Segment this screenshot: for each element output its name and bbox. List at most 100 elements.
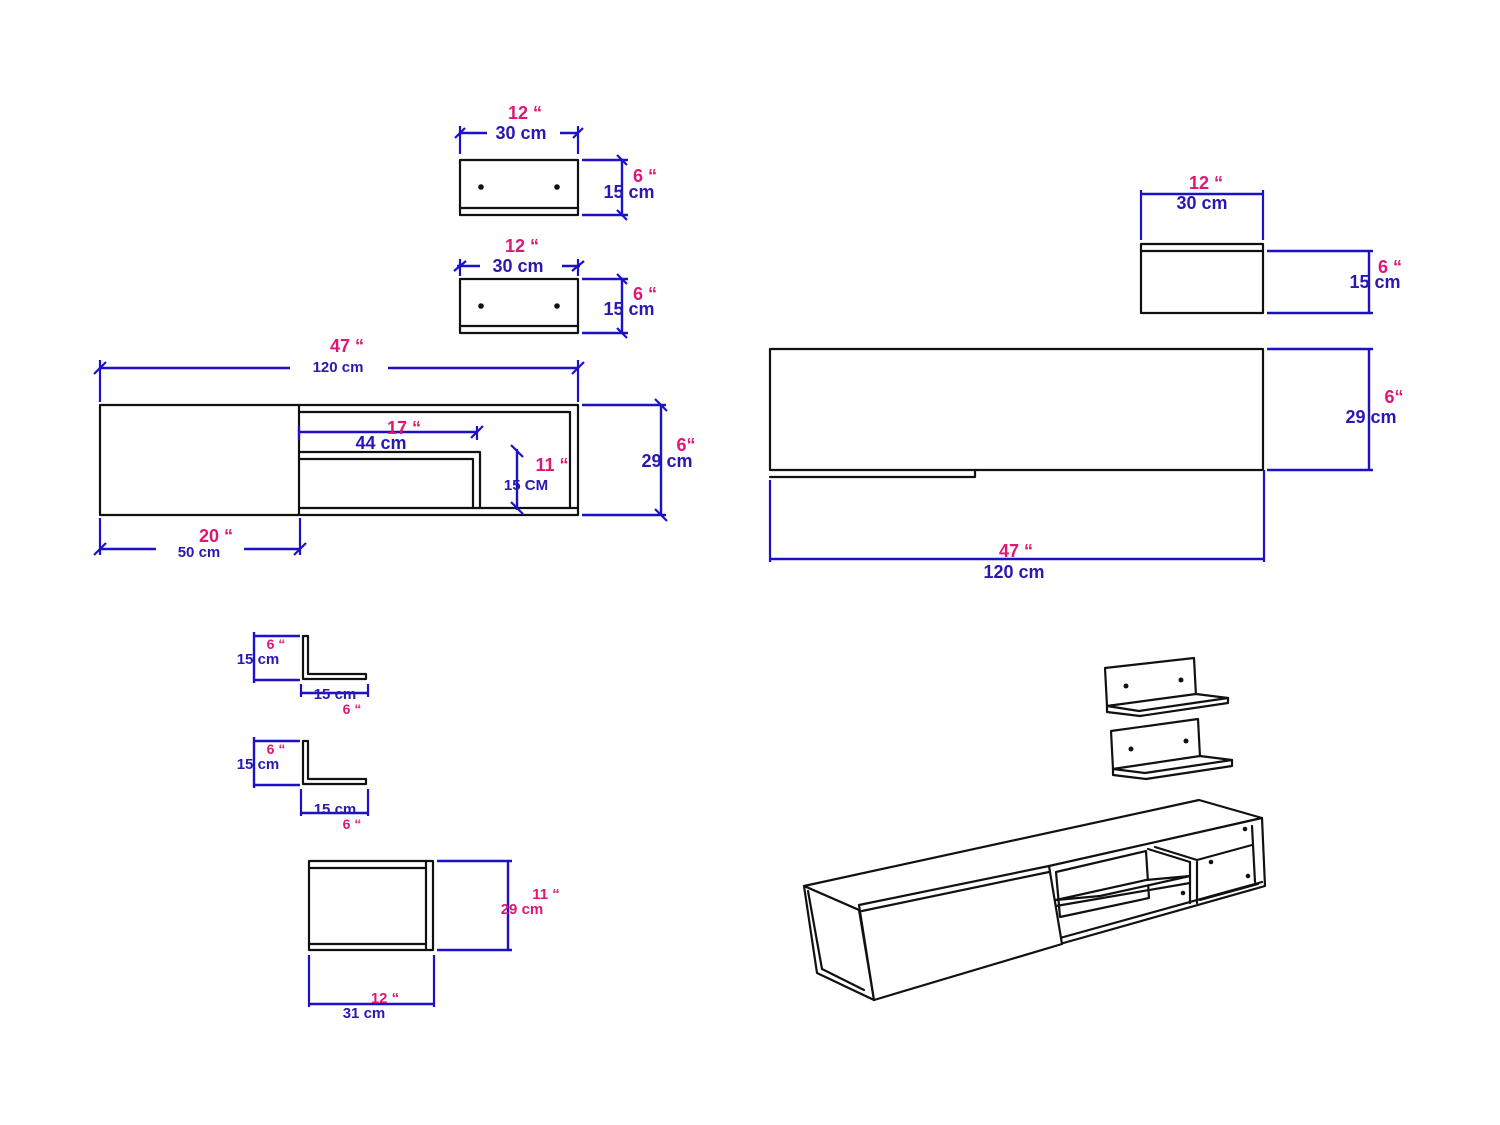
side-shelf-2-depth-in: 6 “ <box>343 816 362 832</box>
front-shelf-top-width-tick-left <box>454 127 466 139</box>
top-shelf: 12 “ 30 cm 6 “ 15 cm <box>1139 173 1402 315</box>
side-unit-depth-in: 12 “ <box>371 990 399 1007</box>
front-shelf-bottom-width-cm: 30 cm <box>492 256 543 276</box>
iso-unit-interior <box>1054 849 1151 919</box>
front-shelf-top-width-in: 12 “ <box>508 103 542 123</box>
front-shelf-top: 12 “ 30 cm 6 “ 15 cm <box>454 103 657 221</box>
front-unit-width-in: 47 “ <box>330 336 364 356</box>
side-shelf-1-depth-cm: 15 cm <box>314 686 357 703</box>
front-shelf-top-height-in: 6 “ <box>633 166 657 186</box>
top-unit-width-cm: 120 cm <box>983 562 1044 582</box>
iso-shelf-bottom-hole-left <box>1128 746 1134 752</box>
side-shelf-1-height-in: 6 “ <box>267 636 286 652</box>
top-shelf-outline <box>1139 242 1265 315</box>
iso-unit-inner-shelf-edge <box>1054 881 1192 908</box>
front-shelf-bottom: 12 “ 30 cm 6 “ 15 cm <box>453 236 657 339</box>
iso-shelf-top-front <box>1105 696 1230 718</box>
side-shelf-2-profile <box>301 739 368 786</box>
top-unit-depth-cm: 29 cm <box>1345 407 1396 427</box>
front-unit-inner-shelf-inner <box>297 457 475 510</box>
front-shelf-top-height-tick-top <box>616 154 628 166</box>
top-shelf-depth-cm: 15 cm <box>1349 272 1400 292</box>
front-shelf-top-screw-hole-left <box>478 184 484 190</box>
iso-shelf-bottom-front <box>1111 758 1234 781</box>
side-shelf-1-depth-in: 6 “ <box>343 701 362 717</box>
side-unit-depth-cm: 31 cm <box>343 1005 386 1022</box>
front-shelf-bottom-outline <box>458 277 580 335</box>
front-shelf-bottom-width-in: 12 “ <box>505 236 539 256</box>
iso-unit-door-top-edge <box>860 870 1051 913</box>
iso-unit-bottom-edge <box>1058 880 1264 940</box>
front-unit-door-width-tick-left <box>93 542 107 556</box>
side-shelf-2-height-in: 6 “ <box>267 741 286 757</box>
front-unit-width-tick-left <box>93 361 107 375</box>
iso-shelf-top-hole-right <box>1178 677 1184 683</box>
front-shelf-top-outline <box>458 158 580 217</box>
top-unit-door-overhang <box>768 468 977 479</box>
front-shelf-bottom-screw-hole-right <box>554 303 560 309</box>
side-unit: 11 “ 29 cm 12 “ 31 cm <box>307 859 560 1022</box>
front-unit-height-tick-top <box>654 398 668 412</box>
iso-unit <box>802 798 1267 1002</box>
iso-unit-left-side-inner <box>806 889 866 992</box>
side-unit-outline <box>307 859 435 952</box>
side-shelf-2-depth-cm: 15 cm <box>314 801 357 818</box>
top-shelf-width-cm: 30 cm <box>1176 193 1227 213</box>
iso-unit-hole-2 <box>1245 873 1251 879</box>
front-shelf-bottom-height-cm: 15 cm <box>603 299 654 319</box>
iso-shelf-top-hole-left <box>1123 683 1129 689</box>
front-shelf-top-width-tick-right <box>572 127 584 139</box>
iso-unit-divider-top <box>1146 847 1192 864</box>
front-unit-outline <box>98 403 580 517</box>
iso-unit-hole-3 <box>1208 859 1214 865</box>
top-shelf-depth-in: 6 “ <box>1378 257 1402 277</box>
front-unit: 47 “ 120 cm 6“ 29 cm 20 “ 50 cm 17 “ 44 … <box>93 336 696 561</box>
side-shelf-1-height-cm: 15 cm <box>237 651 280 668</box>
front-shelf-bottom-screw-hole-left <box>478 303 484 309</box>
front-unit-door-width-cm: 50 cm <box>178 544 221 561</box>
front-unit-height-tick-bottom <box>654 508 668 522</box>
top-unit-width-in: 47 “ <box>999 541 1033 561</box>
front-unit-door-width-in: 20 “ <box>199 526 233 546</box>
front-shelf-top-height-cm: 15 cm <box>603 182 654 202</box>
side-unit-height-cm: 29 cm <box>501 901 544 918</box>
iso-shelf-bottom <box>1109 717 1234 781</box>
front-unit-shelf-width-cm: 44 cm <box>355 433 406 453</box>
front-shelf-bottom-height-tick-bottom <box>616 327 628 339</box>
top-unit-depth-in: 6“ <box>1384 387 1403 407</box>
front-unit-height-in: 6“ <box>676 435 695 455</box>
top-shelf-width-in: 12 “ <box>1189 173 1223 193</box>
front-unit-height-cm: 29 cm <box>641 451 692 471</box>
iso-unit-hole-1 <box>1242 826 1248 832</box>
side-shelf-2: 6 “ 15 cm 15 cm 6 “ <box>237 737 370 832</box>
iso-shelf-bottom-hole-right <box>1183 738 1189 744</box>
front-unit-width-cm: 120 cm <box>313 359 364 376</box>
front-shelf-bottom-height-in: 6 “ <box>633 284 657 304</box>
front-shelf-bottom-width-tick-left <box>453 260 467 272</box>
front-unit-shelf-width-tick-right <box>470 425 484 439</box>
front-shelf-top-height-tick-bottom <box>616 209 628 221</box>
front-unit-width-tick-right <box>571 361 585 375</box>
top-unit: 6“ 29 cm 47 “ 120 cm <box>768 347 1404 582</box>
side-shelf-1-profile <box>301 634 368 681</box>
iso-unit-right-side-inner <box>1250 824 1257 884</box>
front-unit-shelf-width-in: 17 “ <box>387 418 421 438</box>
front-unit-shelf-height-tick-top <box>510 444 524 458</box>
iso-shelf-top <box>1103 656 1230 718</box>
side-shelf-2-height-cm: 15 cm <box>237 756 280 773</box>
iso-unit-door <box>857 864 1064 1002</box>
iso-unit-divider-top-inner <box>1153 845 1199 862</box>
front-unit-shelf-height-tick-bottom <box>510 501 524 515</box>
front-shelf-bottom-width-tick-right <box>571 260 585 272</box>
iso-unit-hole-4 <box>1180 890 1186 896</box>
front-shelf-top-screw-hole-right <box>554 184 560 190</box>
side-shelf-1: 6 “ 15 cm 15 cm 6 “ <box>237 632 370 717</box>
front-unit-shelf-height-in: 11 “ <box>535 455 568 475</box>
top-unit-outline <box>768 347 1265 472</box>
iso-unit-right-top-edge <box>1195 843 1254 862</box>
front-unit-door-width-tick-right <box>293 542 307 556</box>
front-shelf-top-width-cm: 30 cm <box>495 123 546 143</box>
front-unit-inner-shelf <box>297 450 482 510</box>
front-shelf-bottom-height-tick-top <box>616 273 628 285</box>
